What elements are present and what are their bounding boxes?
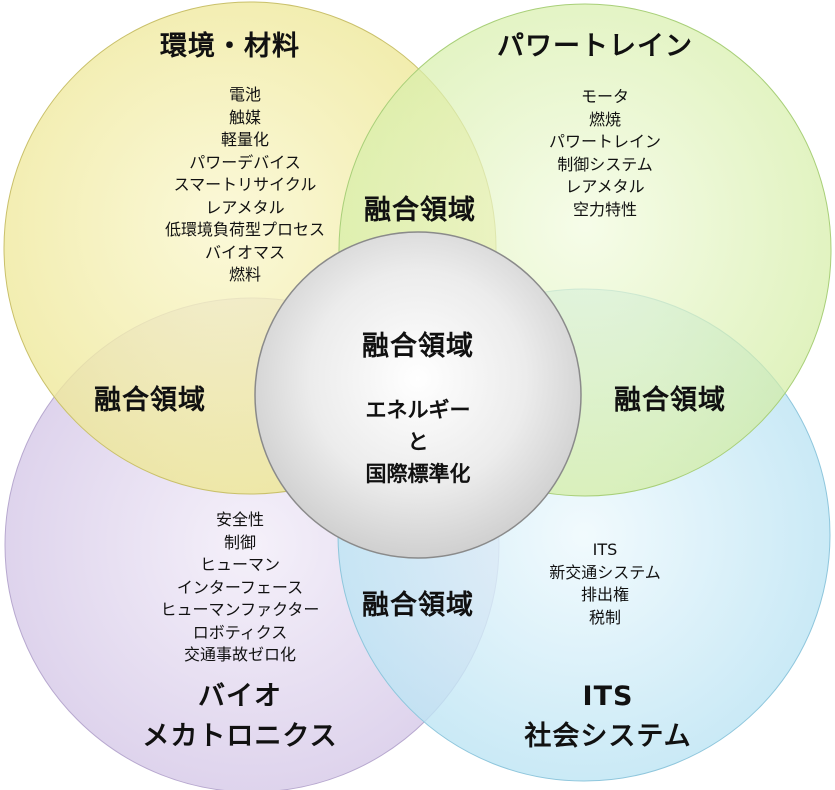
bottom-right-title-line-1: ITS <box>582 681 634 712</box>
list-item: 制御 <box>223 532 256 552</box>
list-item: ロボティクス <box>192 622 288 642</box>
list-item: レアメタル <box>205 197 285 217</box>
center-line-3: 国際標準化 <box>365 462 471 486</box>
list-item: ヒューマンファクター <box>160 600 320 619</box>
list-item: レアメタル <box>565 177 645 196</box>
bottom-right-items: ITS 新交通システム 排出権 税制 <box>520 539 690 629</box>
list-item: 新交通システム <box>549 562 661 582</box>
list-item: 燃料 <box>228 265 261 284</box>
bottom-left-title-line-1: バイオ <box>198 681 282 712</box>
bottom-right-title: ITS 社会システム <box>478 677 738 757</box>
top-right-title: パワートレイン <box>497 31 693 62</box>
list-item: モータ <box>580 87 629 106</box>
list-item: 空力特性 <box>572 199 637 219</box>
top-right-items: モータ 燃焼 パワートレイン 制御システム レアメタル 空力特性 <box>500 86 710 221</box>
list-item: バイオマス <box>204 242 285 262</box>
list-item: スマートリサイクル <box>173 175 317 194</box>
list-item: 電池 <box>228 85 261 104</box>
list-item: 燃焼 <box>588 109 621 129</box>
center-title: 融合領域 <box>362 331 474 362</box>
center-text: エネルギー と 国際標準化 <box>318 394 518 490</box>
list-item: 軽量化 <box>220 130 269 149</box>
circle-center <box>254 231 582 559</box>
list-item: パワートレイン <box>548 132 661 151</box>
list-item: 税制 <box>588 607 621 627</box>
bottom-left-title-line-2: メカトロニクス <box>142 721 338 752</box>
list-item: 排出権 <box>580 585 629 604</box>
list-item: 触媒 <box>228 107 261 127</box>
list-item: パワーデバイス <box>189 152 301 172</box>
fusion-label-top: 融合領域 <box>364 195 476 226</box>
list-item: 制御システム <box>557 154 653 174</box>
list-item: ヒューマン <box>199 555 280 574</box>
center-line-1: エネルギー <box>365 398 471 422</box>
top-left-items: 電池 触媒 軽量化 パワーデバイス スマートリサイクル レアメタル 低環境負荷型… <box>135 84 355 287</box>
list-item: インターフェース <box>176 577 304 597</box>
fusion-label-left: 融合領域 <box>94 385 206 416</box>
center-line-2: と <box>407 430 429 454</box>
list-item: 交通事故ゼロ化 <box>183 645 296 664</box>
list-item: ITS <box>592 540 618 559</box>
bottom-right-title-line-2: 社会システム <box>524 721 692 752</box>
fusion-label-bottom: 融合領域 <box>362 590 474 621</box>
bottom-left-title: バイオ メカトロニクス <box>110 677 370 757</box>
top-left-title: 環境・材料 <box>160 31 300 62</box>
bottom-left-items: 安全性 制御 ヒューマン インターフェース ヒューマンファクター ロボティクス … <box>135 509 345 667</box>
list-item: 安全性 <box>215 510 264 529</box>
list-item: 低環境負荷型プロセス <box>164 220 325 239</box>
fusion-label-right: 融合領域 <box>614 385 726 416</box>
